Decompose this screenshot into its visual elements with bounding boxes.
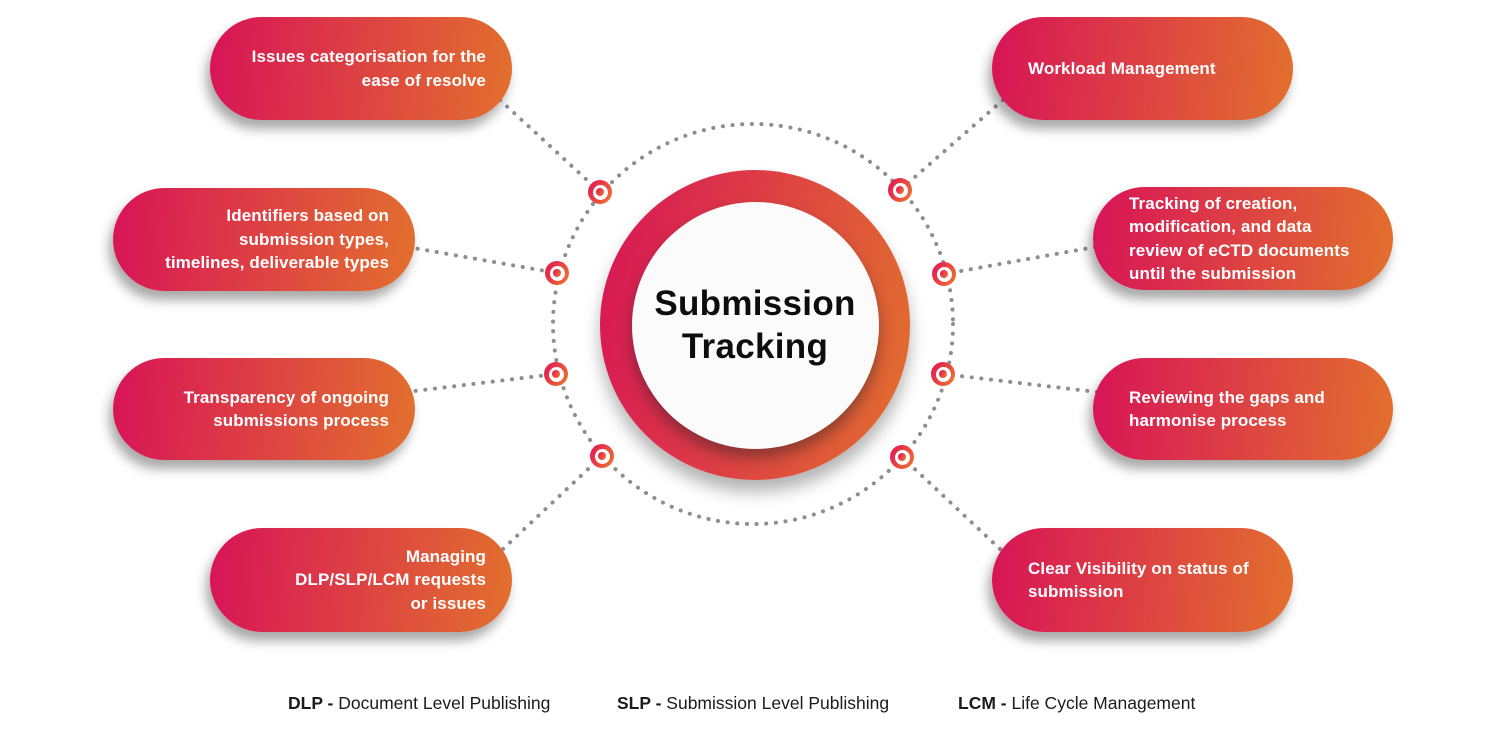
connector-line-identifiers [406, 245, 559, 275]
feature-pill-managing-requests: Managing DLP/SLP/LCM requests or issues [210, 528, 512, 632]
feature-pill-label: Tracking of creation, modification, and … [1129, 193, 1350, 284]
feature-pill-issues-categorisation: Issues categorisation for the ease of re… [210, 17, 512, 120]
feature-pill-label: Issues categorisation for the ease of re… [251, 47, 486, 90]
legend-abbr: SLP - [617, 693, 662, 713]
connector-line-reviewing [941, 372, 1099, 394]
bullseye-node-icon [545, 261, 569, 285]
connector-line-issues [498, 98, 602, 194]
center-hub-ring: Submission Tracking [600, 170, 910, 480]
legend-item-dlp: DLP - Document Level Publishing [288, 693, 550, 714]
legend-full-text: Document Level Publishing [338, 693, 551, 713]
legend-full-text: Submission Level Publishing [666, 693, 890, 713]
feature-pill-label: Workload Management [1028, 58, 1216, 78]
diagram-title: Submission Tracking [654, 284, 856, 366]
feature-pill-transparency: Transparency of ongoing submissions proc… [113, 358, 415, 460]
connector-line-workload [898, 98, 1005, 192]
feature-pill-workload-management: Workload Management [992, 17, 1293, 120]
connector-line-managing [501, 454, 604, 551]
bullseye-node-icon [588, 180, 612, 204]
dotted-orbit-circle [551, 122, 955, 526]
legend-abbr: LCM - [958, 693, 1007, 713]
legend-item-slp: SLP - Submission Level Publishing [617, 693, 889, 714]
connector-line-transparency [404, 372, 558, 394]
bullseye-node-icon [932, 262, 956, 286]
feature-pill-label: Identifiers based on submission types, t… [165, 206, 389, 273]
feature-pill-label: Reviewing the gaps and harmonise process [1129, 387, 1325, 431]
feature-pill-label: Clear Visibility on status of submission [1028, 558, 1249, 602]
feature-pill-label: Transparency of ongoing submissions proc… [183, 387, 389, 431]
center-hub-circle: Submission Tracking [631, 201, 879, 449]
bullseye-node-icon [931, 362, 955, 386]
connector-line-visibility [900, 455, 1002, 551]
bullseye-node-icon [888, 178, 912, 202]
feature-pill-clear-visibility: Clear Visibility on status of submission [992, 528, 1293, 632]
bullseye-node-icon [590, 444, 614, 468]
feature-pill-reviewing-gaps: Reviewing the gaps and harmonise process [1093, 358, 1393, 460]
feature-pill-tracking-creation: Tracking of creation, modification, and … [1093, 187, 1393, 290]
legend-item-lcm: LCM - Life Cycle Management [958, 693, 1195, 714]
feature-pill-label: Managing DLP/SLP/LCM requests or issues [295, 546, 486, 613]
legend-full-text: Life Cycle Management [1011, 693, 1196, 713]
legend-abbr: DLP - [288, 693, 334, 713]
feature-pill-identifiers: Identifiers based on submission types, t… [113, 188, 415, 291]
bullseye-node-icon [544, 362, 568, 386]
connector-line-tracking [942, 245, 1097, 276]
bullseye-node-icon [890, 445, 914, 469]
